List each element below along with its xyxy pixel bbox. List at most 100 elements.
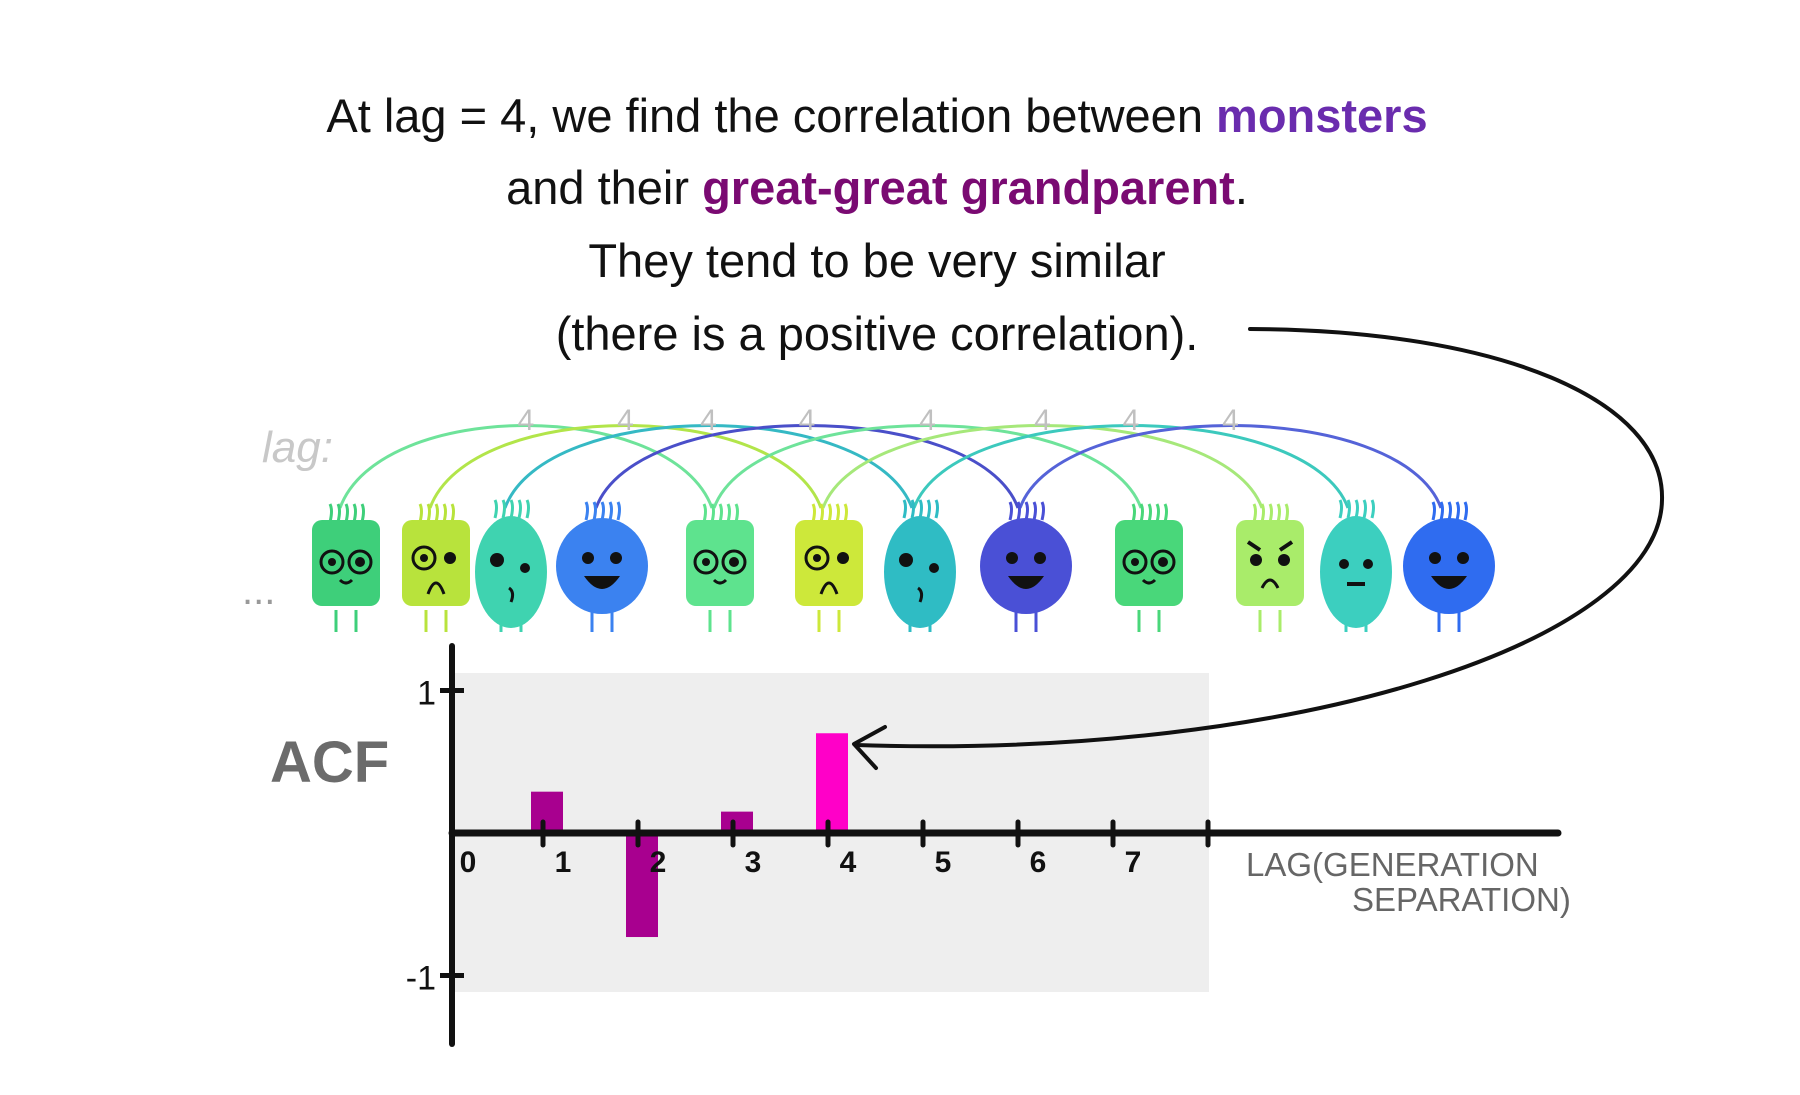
- monster-mouth: [1008, 576, 1044, 589]
- monster-body: [795, 520, 863, 606]
- monster-hair: [1040, 501, 1045, 521]
- monster-eye: [1006, 552, 1018, 564]
- glasses-icon: [693, 549, 719, 575]
- monster-eye: [610, 552, 622, 564]
- monster-eye: [702, 558, 710, 566]
- monster-hair: [726, 503, 731, 523]
- arc-lag-label: 4: [919, 404, 936, 437]
- monster: [686, 503, 754, 632]
- monster-hair: [835, 503, 840, 523]
- x-tick-label: 2: [650, 846, 667, 879]
- monster-hair: [1447, 501, 1452, 521]
- monster-mouth: [426, 581, 446, 595]
- monster-legs: [499, 610, 523, 632]
- monster-legs: [1137, 610, 1161, 632]
- monster-hair: [1276, 503, 1281, 523]
- monster-eye: [1429, 552, 1441, 564]
- lag-arc: [712, 424, 1143, 509]
- monster-hair: [600, 501, 605, 521]
- monster-hair: [1131, 503, 1136, 523]
- monster-hair: [843, 503, 848, 523]
- monster-body: [312, 520, 380, 606]
- lag-arc: [1018, 424, 1443, 509]
- monster-hair: [918, 499, 923, 519]
- monster-body: [475, 516, 547, 628]
- monster-hair: [1139, 503, 1144, 523]
- monster-hair: [608, 501, 613, 521]
- glasses-icon: [1122, 549, 1148, 575]
- monster-eye: [837, 552, 849, 564]
- monster-hair: [827, 503, 832, 523]
- y-tick-label: -1: [406, 960, 436, 998]
- caption-text: .: [1234, 161, 1248, 214]
- monster-legs: [424, 610, 448, 632]
- monster-mouth: [584, 576, 620, 589]
- monster-hair: [592, 501, 597, 521]
- arc-lag-label: 4: [518, 404, 535, 437]
- monster-eye: [1158, 557, 1168, 567]
- monster-body: [1320, 516, 1392, 628]
- monster-hair: [584, 501, 589, 521]
- x-axis-label-line-1: LAG(GENERATION: [1246, 846, 1539, 883]
- lag-arc: [912, 424, 1350, 509]
- monster-hair: [910, 499, 915, 519]
- monster-mouth: [917, 586, 924, 603]
- x-tick-label: 7: [1125, 846, 1142, 879]
- monster-eye: [444, 552, 456, 564]
- x-tick-label: 1: [555, 846, 572, 879]
- monster-eye: [355, 557, 365, 567]
- monster-body: [1115, 520, 1183, 606]
- caption-text: At lag = 4, we find the correlation betw…: [326, 89, 1217, 142]
- monster: [556, 501, 648, 632]
- monster-hair: [1284, 503, 1289, 523]
- monster-legs: [1437, 610, 1461, 632]
- monster-mouth: [1260, 578, 1280, 589]
- monster-mouth: [1141, 578, 1157, 585]
- arc-lag-label: 4: [700, 404, 717, 437]
- monster-legs: [590, 610, 614, 632]
- monster-legs: [334, 610, 358, 632]
- monster: [1320, 499, 1392, 632]
- monster-hair: [517, 499, 522, 519]
- monster-hair: [1155, 503, 1160, 523]
- monster-eye: [1363, 559, 1373, 569]
- lag-arc: [338, 424, 714, 509]
- acf-bar-lag-4: [816, 733, 848, 833]
- acf-bar-lag-2: [626, 833, 658, 938]
- monster-hair: [1032, 501, 1037, 521]
- arrow-head-icon: [852, 725, 887, 770]
- monster: [795, 503, 863, 632]
- monster-hair: [360, 503, 365, 523]
- monster-eye: [1034, 552, 1046, 564]
- monster-body: [1403, 518, 1495, 614]
- x-axis-label-line-2: SEPARATION): [1352, 881, 1571, 918]
- monster-hair: [1163, 503, 1168, 523]
- caption-line-4: (there is a positive correlation).: [555, 307, 1199, 360]
- monster-eye: [1457, 552, 1469, 564]
- monster-eye: [1250, 554, 1262, 566]
- monster-mouth: [1431, 576, 1467, 589]
- monster-hair: [710, 503, 715, 523]
- monster-body: [884, 516, 956, 628]
- monster-hair: [1346, 499, 1351, 519]
- monster-hair: [434, 503, 439, 523]
- monster-hair: [344, 503, 349, 523]
- glasses-icon: [347, 549, 373, 575]
- caption-line-3: They tend to be very similar: [588, 234, 1166, 287]
- arc-lag-label: 4: [1222, 404, 1239, 437]
- monster-hair: [525, 499, 530, 519]
- monster-hair: [1338, 499, 1343, 519]
- monster: [1236, 503, 1304, 632]
- monster-hair: [1024, 501, 1029, 521]
- monster: [312, 503, 380, 632]
- arc-lag-label: 4: [1034, 404, 1051, 437]
- monster: [1403, 501, 1495, 632]
- x-tick-label: 0: [460, 846, 477, 879]
- y-tick-label: 1: [417, 675, 436, 713]
- monster-legs: [1258, 610, 1282, 632]
- lag-arc: [428, 424, 823, 509]
- monster-hair: [718, 503, 723, 523]
- monster-eye: [490, 553, 504, 567]
- monocle-icon: [804, 545, 830, 571]
